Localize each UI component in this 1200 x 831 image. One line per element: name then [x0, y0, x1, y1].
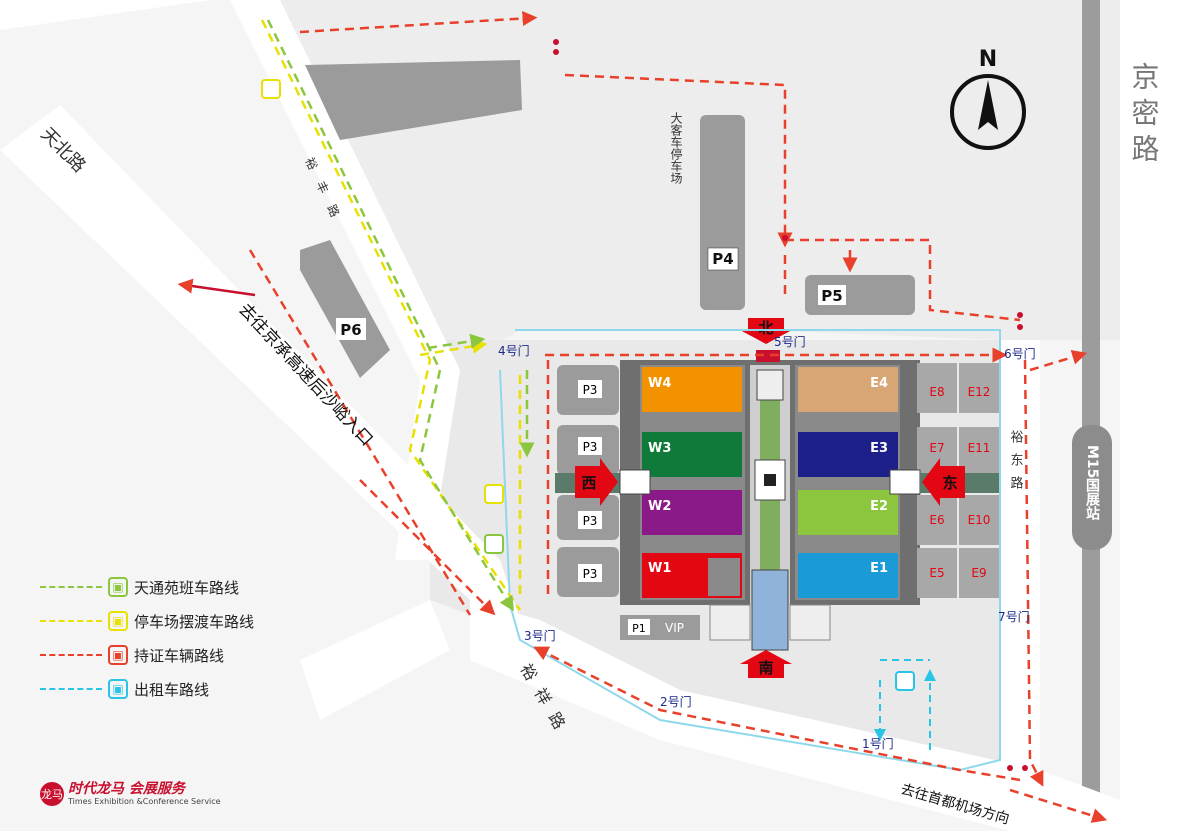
road-yudong-label: 裕东路: [1008, 430, 1024, 499]
company-logo: 龙马 时代龙马 会展服务 Times Exhibition &Conferenc…: [40, 782, 221, 806]
bus-icon: ▣: [108, 645, 128, 665]
legend-item-shuttle: ▣ 停车场摆渡车路线: [40, 604, 300, 638]
bus-stop-icon: [484, 534, 504, 554]
shuttle-stop-icon-2: [484, 484, 504, 504]
hall-e2: [798, 490, 898, 535]
legend-item-permit: ▣ 持证车辆路线: [40, 638, 300, 672]
gate-2-label: 2号门: [660, 694, 692, 709]
hall-e3-label: E3: [870, 441, 888, 456]
gate-5-label: 5号门: [774, 334, 806, 349]
road-jingmi-label: 京密路: [1128, 62, 1161, 170]
north-compass-icon: N: [950, 47, 1026, 150]
hall-e5-label: E5: [929, 566, 944, 580]
permit-vehicle-route: [248, 10, 1108, 823]
parking-p1-label: P1: [632, 622, 646, 635]
legend-label: 持证车辆路线: [134, 646, 225, 665]
entrance-east-label: 东: [942, 474, 957, 492]
hall-e8-label: E8: [929, 385, 944, 399]
legend-item-tiantongyuan: ▣ 天通苑班车路线: [40, 570, 300, 604]
gate-4-label: 4号门: [498, 343, 530, 358]
hall-w2-label: W2: [648, 499, 671, 514]
hall-e2-label: E2: [870, 499, 888, 514]
hall-e9-label: E9: [971, 566, 986, 580]
tianbei-road: [0, 105, 520, 620]
logo-mark-icon: 龙马: [40, 782, 64, 806]
hall-e6-label: E6: [929, 513, 944, 527]
taxi-stop-icon: [895, 671, 915, 691]
hall-e11-label: E11: [968, 441, 991, 455]
parking-p5-label: P5: [821, 287, 842, 305]
tiantongyuan-route: [266, 19, 535, 612]
hall-e4: [798, 367, 898, 412]
entrance-west-label: 西: [581, 474, 596, 492]
gate-6-label: 6号门: [1004, 346, 1036, 361]
legend-label: 出租车路线: [134, 680, 210, 699]
parking-unlabeled: [305, 60, 522, 140]
compass-label: N: [979, 47, 997, 72]
hall-e10-label: E10: [968, 513, 991, 527]
bus-icon: ▣: [108, 679, 128, 699]
barrier-icon: [553, 39, 1028, 771]
legend-label: 停车场摆渡车路线: [134, 612, 255, 631]
bus-icon: ▣: [108, 577, 128, 597]
hall-e1-label: E1: [870, 561, 888, 576]
shuttle-stop-icon: [261, 79, 281, 99]
gate-7-label: 7号门: [998, 609, 1030, 624]
metro-station-label: M15国展站: [1084, 445, 1100, 522]
yudong-road: [1000, 340, 1040, 780]
parking-p4-desc: 大客车停车场: [669, 112, 683, 184]
hall-w1-label: W1: [648, 561, 671, 576]
yuxiang-road: [470, 600, 1120, 831]
route-legend: ▣ 天通苑班车路线 ▣ 停车场摆渡车路线 ▣ 持证车辆路线 ▣ 出租车路线: [40, 570, 300, 706]
hall-e4-label: E4: [870, 376, 888, 391]
legend-item-taxi: ▣ 出租车路线: [40, 672, 300, 706]
hall-w3-label: W3: [648, 441, 671, 456]
legend-swatch: [40, 620, 102, 622]
gate-1-label: 1号门: [862, 736, 894, 751]
entrance-east: 东: [922, 458, 965, 506]
p3-label-4: P3: [583, 567, 598, 581]
p3-label-2: P3: [583, 440, 598, 454]
jingmi-road: [1082, 0, 1100, 800]
hall-e7-label: E7: [929, 441, 944, 455]
parking-vip-label: VIP: [665, 621, 684, 635]
hall-w4-label: W4: [648, 376, 671, 391]
legend-label: 天通苑班车路线: [134, 578, 240, 597]
gate-3-label: 3号门: [524, 628, 556, 643]
hall-e3: [798, 432, 898, 477]
parking-p6: [300, 240, 390, 378]
parking-p4: [700, 115, 745, 310]
parking-p4-label: P4: [712, 250, 733, 268]
hall-w2: [642, 490, 742, 535]
entrance-south-label: 南: [758, 659, 773, 677]
hall-w4: [642, 367, 742, 412]
legend-swatch: [40, 654, 102, 656]
yufeng-road: [230, 0, 460, 560]
parking-p3-group: P3 P3 P3 P3: [557, 365, 619, 597]
p3-label-3: P3: [583, 514, 598, 528]
logo-name-cn: 时代龙马 会展服务: [68, 781, 185, 797]
logo-name-en: Times Exhibition &Conference Service: [68, 797, 221, 806]
metro-station: [1072, 425, 1112, 550]
legend-swatch: [40, 586, 102, 588]
parking-p6-label: P6: [340, 321, 361, 339]
p3-label-1: P3: [583, 383, 598, 397]
hall-e1: [798, 553, 898, 598]
entrance-west: 西: [575, 458, 618, 506]
entrance-north-label: 北: [758, 319, 773, 337]
legend-swatch: [40, 688, 102, 690]
hall-w3: [642, 432, 742, 477]
hall-e12-label: E12: [968, 385, 991, 399]
entrance-south: 南: [740, 650, 792, 678]
bus-icon: ▣: [108, 611, 128, 631]
